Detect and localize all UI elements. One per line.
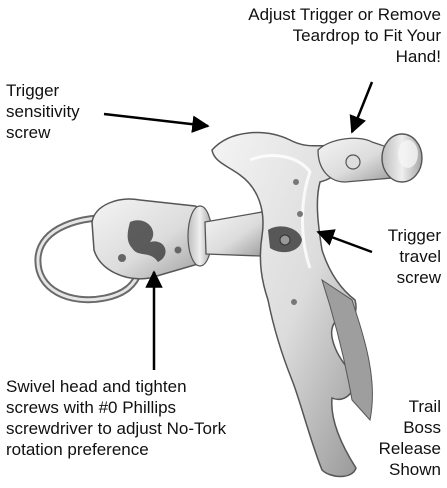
release-neck [205,212,267,256]
swivel-head [92,199,212,279]
label-model-shown: Trail Boss Release Shown [371,396,441,480]
teardrop-trigger [318,134,422,182]
label-trigger-travel-screw: Trigger travel screw [361,225,441,288]
label-swivel-head: Swivel head and tighten screws with #0 P… [6,376,306,460]
label-trigger-sensitivity-screw: Trigger sensitivity screw [6,80,116,143]
arrow-trigger-sensitivity [104,114,208,126]
label-adjust-trigger: Adjust Trigger or Remove Teardrop to Fit… [151,4,441,67]
arrow-adjust-trigger [352,82,372,132]
